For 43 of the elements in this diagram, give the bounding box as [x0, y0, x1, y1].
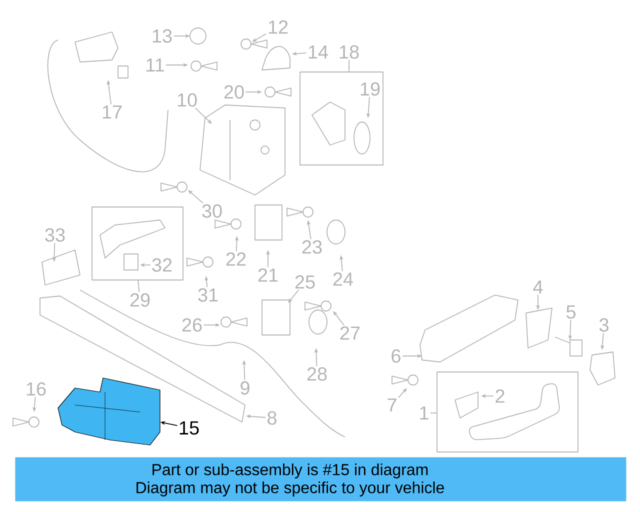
callout-number: 20 [224, 85, 244, 99]
callout-number: 25 [295, 275, 315, 289]
callout-number: 28 [307, 367, 327, 381]
leader-arrow [288, 289, 300, 303]
callout-number: 17 [102, 105, 122, 119]
leader-line [430, 412, 438, 414]
callout-number: 23 [302, 240, 322, 254]
callout-number: 19 [360, 82, 380, 96]
callout-number: 16 [26, 382, 46, 396]
callout-number: 24 [333, 272, 353, 286]
callout-number: 32 [152, 258, 172, 272]
bracket-drawing [58, 378, 160, 446]
leader-line [138, 280, 140, 293]
callout-number: 31 [198, 288, 218, 302]
leader-line [348, 59, 350, 72]
callout-number: 27 [340, 326, 360, 340]
leader-arrow [194, 107, 212, 124]
callout-number: 11 [146, 58, 164, 72]
callout-number: 6 [392, 349, 400, 363]
callout-number: 22 [226, 252, 246, 266]
notice-banner: Part or sub-assembly is #15 in diagram Diagram may not be specific to your vehicle [15, 457, 626, 502]
callout-number: 26 [182, 318, 202, 332]
callout-number: 21 [258, 268, 278, 282]
callout-number: 8 [268, 411, 276, 425]
callout-number: 18 [340, 45, 359, 59]
callout-number: 12 [268, 20, 288, 34]
callout-number: 2 [496, 389, 504, 403]
callout-number: 29 [130, 293, 150, 307]
callout-number: 15 [180, 421, 199, 435]
callout-number: 4 [533, 280, 543, 294]
callout-number: 30 [202, 204, 222, 218]
callout-number: 7 [388, 398, 396, 412]
callout-number: 10 [178, 93, 197, 107]
leader-arrow [333, 311, 344, 326]
callout-number: 13 [152, 29, 172, 43]
callout-number: 3 [599, 318, 608, 332]
leader-arrow [398, 388, 407, 398]
callout-number: 14 [308, 45, 328, 59]
leader-arrow [188, 190, 204, 204]
callout-number: 9 [240, 381, 250, 395]
callout-number: 1 [420, 406, 428, 420]
callout-number: 5 [566, 305, 576, 319]
callout-number: 33 [45, 228, 65, 242]
